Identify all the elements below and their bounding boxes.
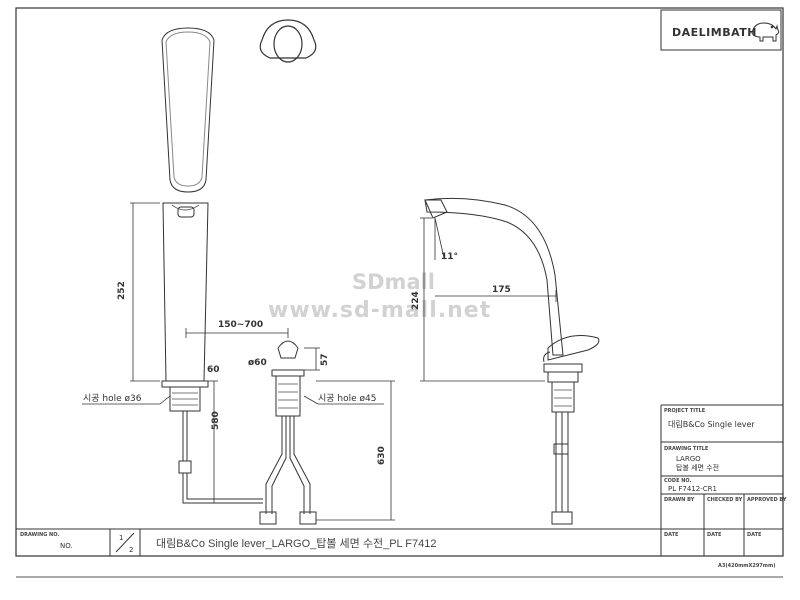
paper-size: A3(420mmX297mm) (718, 563, 776, 569)
sheet-total: 2 (129, 546, 133, 554)
faucet-handle-top-view (161, 27, 215, 193)
dimension-580: 580 (211, 411, 221, 430)
project-title-label: PROJECT TITLE (664, 408, 706, 414)
brand-logo: DAELIMBATH (660, 9, 782, 51)
dimension-angle-11: 11° (441, 252, 458, 262)
dimension-spacing: 150~700 (218, 320, 263, 330)
note-hole-45: 시공 hole ø45 (318, 393, 377, 404)
dimension-252: 252 (117, 281, 127, 300)
date-label-3: DATE (747, 532, 762, 538)
code-no-label: CODE NO. (664, 478, 692, 484)
project-title: 대림B&Co Single lever (668, 419, 755, 429)
drawing-title-line1: LARGO (676, 455, 701, 463)
dimension-lines-side (420, 217, 557, 382)
drain-cap-top-view (259, 19, 317, 63)
dimension-57: 57 (320, 353, 330, 366)
drawn-by-label: DRAWN BY (664, 497, 695, 503)
dimension-lines-front (82, 202, 395, 521)
drawing-title-label: DRAWING TITLE (664, 446, 709, 452)
watermark-line2: www.sd-mall.net (268, 298, 491, 323)
drawing-title-line2: 탑볼 세면 수전 (676, 463, 719, 472)
brand-name: DAELIMBATH (672, 26, 757, 39)
faucet-body-front (161, 202, 263, 504)
bottom-bar (16, 528, 661, 556)
drawing-frame (15, 7, 784, 557)
dimension-diameter-60: ø60 (248, 358, 267, 368)
dimension-630: 630 (377, 446, 387, 465)
dimension-224: 224 (411, 291, 421, 310)
faucet-side-view (424, 197, 600, 525)
drawing-description: 대림B&Co Single lever_LARGO_탑볼 세면 수전_PL F7… (156, 537, 437, 550)
dimension-175: 175 (492, 285, 511, 295)
sheet-number: 1 (119, 534, 123, 542)
watermark-line1: SDmall (352, 270, 435, 294)
checked-by-label: CHECKED BY (707, 497, 743, 503)
date-label-2: DATE (707, 532, 722, 538)
title-block (660, 404, 783, 556)
note-hole-36: 시공 hole ø36 (83, 393, 142, 404)
pop-up-drain-front (259, 340, 317, 525)
no-label: NO. (60, 542, 73, 550)
drawing-no-label: DRAWING NO. (20, 532, 59, 538)
code-no: PL F7412-CR1 (668, 485, 717, 493)
dimension-60: 60 (207, 365, 220, 375)
approved-by-label: APPROVED BY (747, 497, 787, 503)
bear-logo-icon (751, 22, 780, 42)
date-label-1: DATE (664, 532, 679, 538)
